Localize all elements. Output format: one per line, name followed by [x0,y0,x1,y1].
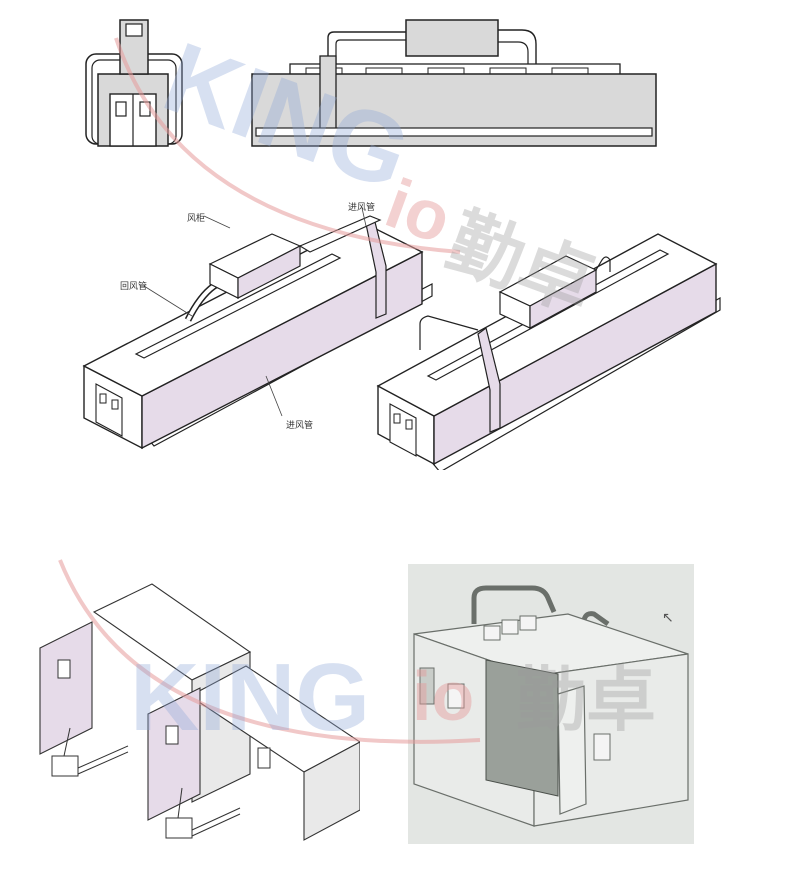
pallet-truck-2 [165,787,241,839]
supply-duct-vertical [319,55,337,137]
label-air-cabinet: 风柜 [187,214,206,224]
control-panel [419,667,435,705]
duct-right-elbow [498,29,537,68]
open-door-sketch [557,685,587,815]
supply-duct-ring-2 [477,326,501,433]
isometric-view-right [376,233,721,470]
pallet-truck-1 [51,727,129,777]
chamber-opening [485,659,559,797]
roof-units [483,615,537,641]
open-door-back [39,621,93,755]
front-elevation-drawing [85,19,183,147]
air-cabinet-box [405,19,499,57]
modular-chamber-rendering [39,583,360,841]
door-window-right [139,101,151,117]
side-elevation-drawing [251,19,657,147]
label-return-duct: 回风管 [120,282,148,292]
cursor-glyph: ↖ [662,610,674,626]
top-vent-cap [125,23,143,37]
front-chamber-side [303,741,360,841]
door-window-left [115,101,127,117]
floor-duct [255,127,653,137]
test-chamber-sketch: ↖ [413,585,689,827]
label-supply-duct-bottom: 进风管 [286,421,314,431]
